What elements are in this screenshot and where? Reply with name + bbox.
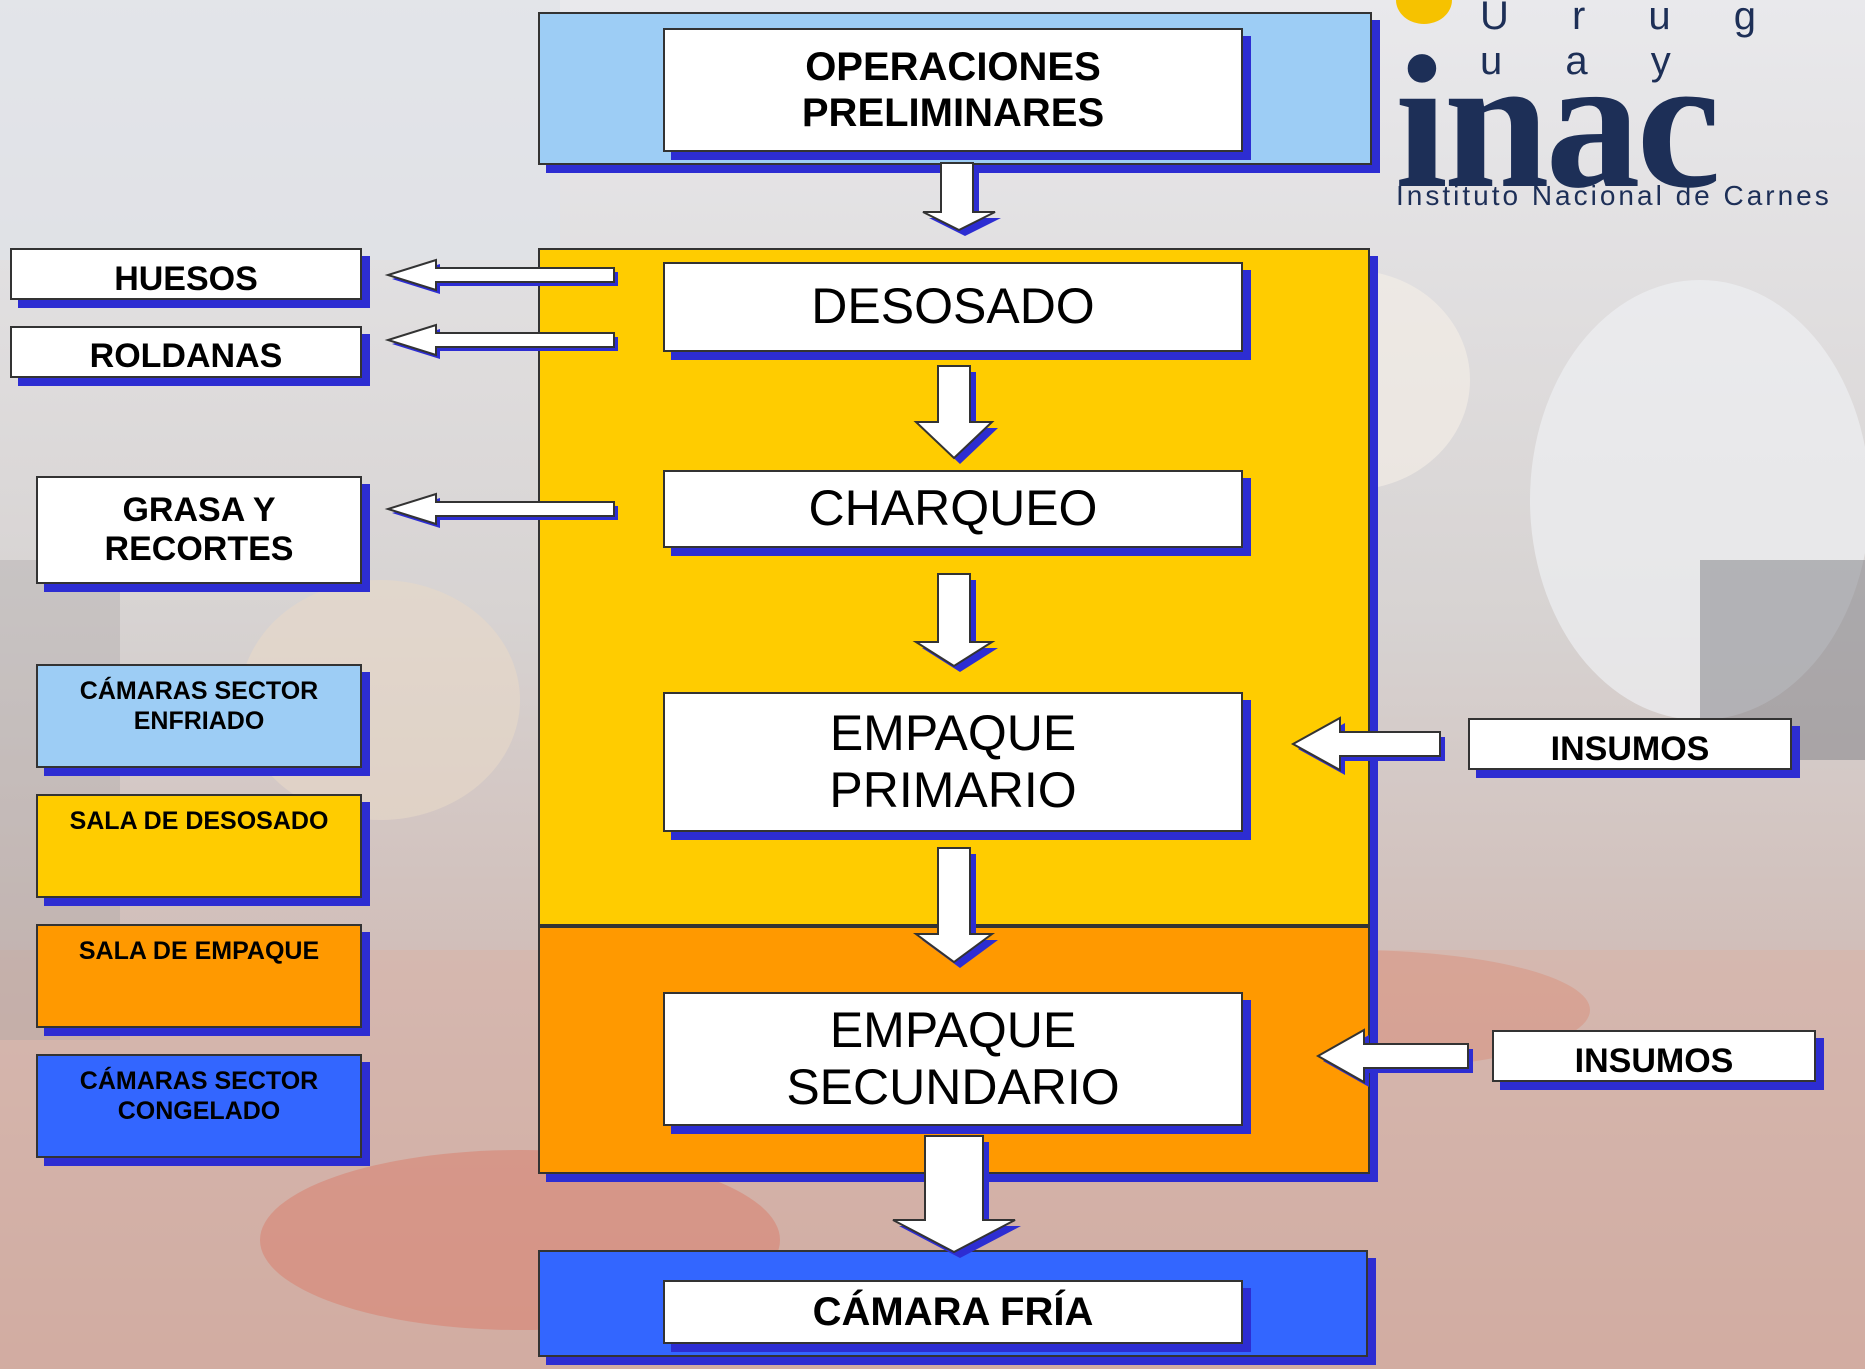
- logo-subtitle: Instituto Nacional de Carnes: [1396, 180, 1832, 211]
- step-empaque-primario: EMPAQUE PRIMARIO: [663, 692, 1243, 832]
- input-insumos-primario: INSUMOS: [1468, 718, 1792, 770]
- input-insumos-secundario: INSUMOS: [1492, 1030, 1816, 1082]
- legend-camaras-enfriado: CÁMARAS SECTOR ENFRIADO: [36, 664, 362, 768]
- logo-sun-icon: [1396, 0, 1452, 24]
- legend-sala-desosado: SALA DE DESOSADO: [36, 794, 362, 898]
- step-operaciones-preliminares: OPERACIONES PRELIMINARES: [663, 28, 1243, 152]
- step-desosado: DESOSADO: [663, 262, 1243, 352]
- step-camara-fria: CÁMARA FRÍA: [663, 1280, 1243, 1344]
- step-empaque-secundario: EMPAQUE SECUNDARIO: [663, 992, 1243, 1126]
- step-charqueo: CHARQUEO: [663, 470, 1243, 548]
- logo-word: inac: [1395, 18, 1721, 228]
- output-huesos: HUESOS: [10, 248, 362, 300]
- output-roldanas: ROLDANAS: [10, 326, 362, 378]
- logo-country: U r u g u a y: [1480, 0, 1783, 83]
- legend-sala-empaque: SALA DE EMPAQUE: [36, 924, 362, 1028]
- output-grasa-recortes: GRASA Y RECORTES: [36, 476, 362, 584]
- legend-camaras-congelado: CÁMARAS SECTOR CONGELADO: [36, 1054, 362, 1158]
